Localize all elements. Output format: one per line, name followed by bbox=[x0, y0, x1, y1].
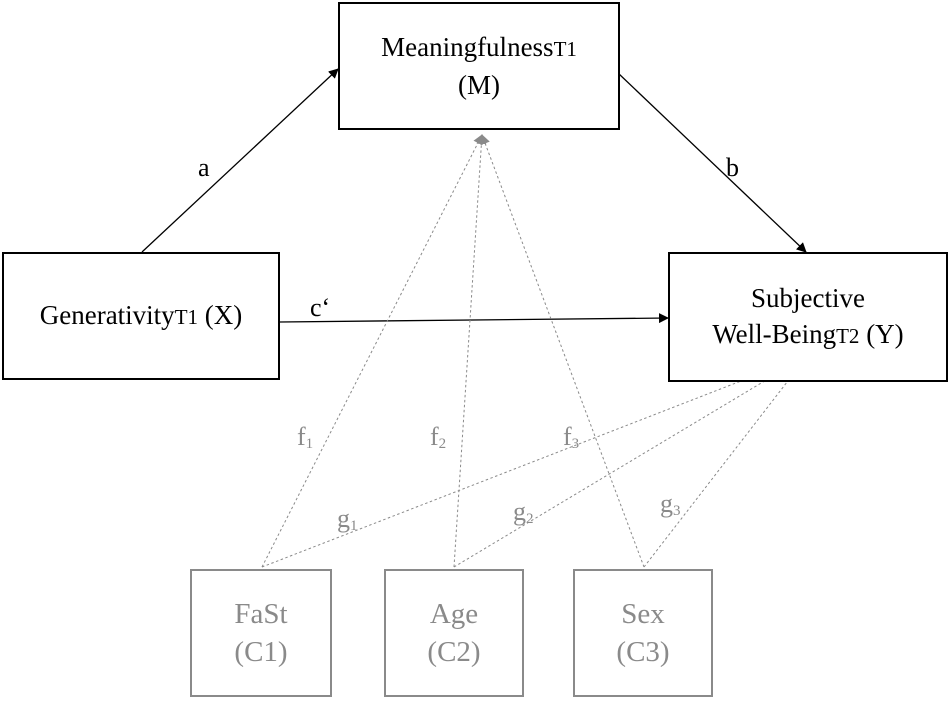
node-meaningfulness-title: MeaningfulnessT1 bbox=[381, 32, 577, 62]
label-path-g2: g2 bbox=[513, 497, 534, 528]
node-fast-abbr: (C1) bbox=[234, 636, 288, 668]
path-f2-arrow bbox=[453, 134, 487, 568]
label-path-a: a bbox=[198, 153, 210, 182]
node-age-name: Age bbox=[429, 598, 479, 630]
path-g3-arrow bbox=[643, 354, 809, 568]
path-g2-arrow bbox=[453, 354, 809, 568]
label-path-c-prime: c‘ bbox=[310, 293, 331, 322]
label-path-b: b bbox=[726, 153, 739, 182]
node-swb-line1: Subjective bbox=[751, 283, 865, 313]
node-subjective-well-being: Subjective Well-BeingT2 (Y) bbox=[668, 252, 948, 382]
node-generativity-title: GenerativityT1 (X) bbox=[39, 300, 243, 330]
path-a-arrow bbox=[141, 68, 339, 253]
node-meaningfulness: MeaningfulnessT1 (M) bbox=[338, 2, 620, 130]
node-sex: Sex (C3) bbox=[573, 569, 713, 697]
label-path-g3: g3 bbox=[660, 489, 681, 520]
path-f3-arrow bbox=[480, 134, 645, 568]
label-path-f2: f2 bbox=[430, 422, 447, 453]
node-generativity: GenerativityT1 (X) bbox=[2, 252, 280, 380]
label-path-g1: g1 bbox=[337, 504, 358, 535]
node-meaningfulness-abbr: (M) bbox=[458, 70, 500, 100]
node-age: Age (C2) bbox=[384, 569, 524, 697]
path-b-arrow bbox=[617, 72, 807, 253]
node-sex-name: Sex bbox=[621, 598, 665, 630]
node-fast-name: FaSt bbox=[234, 598, 288, 630]
node-fast: FaSt (C1) bbox=[190, 569, 332, 697]
label-path-f3: f3 bbox=[563, 422, 580, 453]
label-path-f1: f1 bbox=[297, 422, 314, 453]
node-swb-line2: Well-BeingT2 (Y) bbox=[712, 319, 904, 349]
node-age-abbr: (C2) bbox=[427, 636, 481, 668]
path-c-prime-arrow bbox=[279, 313, 669, 324]
node-sex-abbr: (C3) bbox=[616, 636, 670, 668]
path-f1-arrow bbox=[261, 134, 483, 568]
